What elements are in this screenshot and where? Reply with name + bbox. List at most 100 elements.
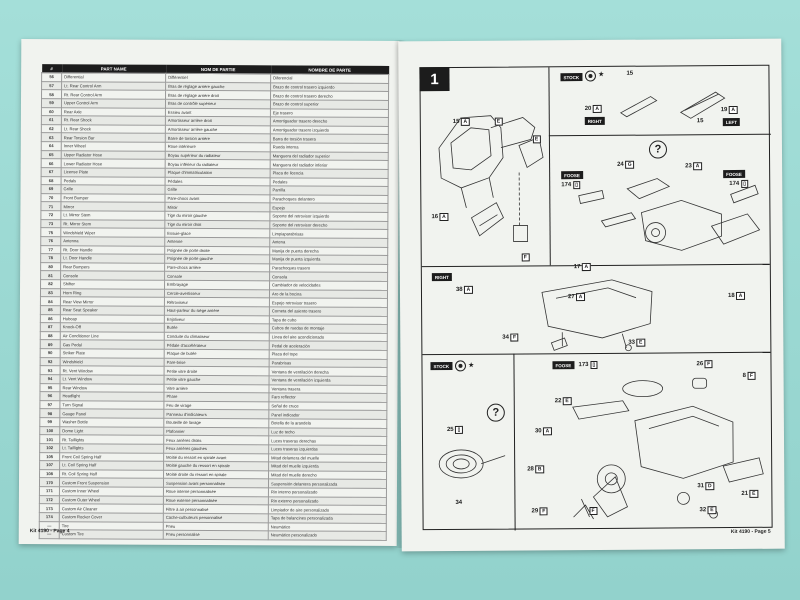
part-number: 80 [40, 262, 61, 272]
part-number: 172 [39, 495, 60, 504]
part-label-15: 15 [626, 70, 634, 77]
part-number: 61 [41, 115, 62, 125]
part-number: 96 [39, 391, 60, 401]
star-icon: ★ [468, 362, 474, 369]
part-number: 99 [39, 417, 60, 427]
part-label-e: E [531, 135, 541, 144]
part-number: 84 [40, 296, 61, 306]
part-number: 89 [40, 339, 61, 349]
part-number: 71 [40, 201, 61, 211]
stock-tag: STOCK [430, 361, 453, 371]
right-tag: RIGHT [584, 116, 605, 126]
part-number: 63 [41, 132, 62, 142]
part-name-es: Neumático personalizado [268, 530, 387, 541]
part-number: 60 [41, 107, 62, 116]
parts-table: # PART NAME NOM DE PARTIE NOMBRE DE PART… [39, 64, 389, 541]
part-number: 78 [40, 253, 61, 263]
star-icon: ★ [598, 71, 604, 78]
divider [422, 351, 771, 356]
part-number: 87 [40, 322, 61, 332]
part-number: 108 [39, 469, 60, 479]
question-icon: ? [486, 403, 505, 422]
part-number: 70 [40, 193, 62, 203]
part-label-f: F [587, 506, 598, 516]
part-number: 75 [40, 227, 61, 237]
part-number: 59 [41, 98, 62, 108]
part-name-fr: Pneu personnalisé [163, 530, 269, 540]
header-num: # [41, 64, 62, 73]
part-number: 93 [40, 365, 61, 375]
part-number: 86 [40, 314, 61, 323]
divider [548, 67, 551, 266]
paint-icon [584, 70, 596, 82]
part-label-f: F [520, 253, 530, 262]
page-footer-right: Kit 4190 - Page 5 [730, 528, 771, 536]
divider [548, 133, 771, 137]
part-label-15: 15 [696, 118, 704, 125]
part-number: 65 [41, 150, 62, 159]
part-number: 107 [39, 460, 60, 470]
trim-parts-drawing [619, 91, 726, 119]
part-number: 173 [39, 503, 60, 513]
part-number: 105 [39, 452, 60, 461]
air-cleaner-drawing [438, 449, 506, 479]
left-tag: LEFT [722, 117, 741, 127]
part-label-34: 34 [455, 499, 463, 506]
part-number: 82 [40, 279, 61, 289]
part-number: 68 [41, 176, 62, 185]
part-number: 57 [41, 81, 62, 90]
part-number: 100 [39, 426, 60, 435]
part-number: 76 [40, 236, 61, 246]
part-label-25: 25▯ [447, 425, 463, 434]
part-number: 64 [41, 141, 62, 151]
part-number: 77 [40, 245, 61, 254]
part-number: 98 [39, 408, 60, 418]
right-tag: RIGHT [431, 272, 452, 282]
part-number: 102 [39, 443, 60, 453]
part-number: 72 [40, 210, 61, 220]
part-number: 69 [41, 184, 62, 194]
page-footer-left: Kit 4190 - Page 4 [29, 528, 70, 535]
part-number: 170 [39, 477, 60, 487]
part-name-en: Custom Tire [59, 529, 164, 540]
stock-tag: STOCK [560, 73, 583, 82]
part-number: 88 [40, 331, 61, 341]
part-number: 56 [41, 72, 62, 82]
divider [513, 353, 516, 531]
part-number: 97 [39, 400, 60, 410]
frame-assembly-drawing [438, 115, 544, 242]
part-number: 67 [41, 167, 62, 177]
engine-drawing [578, 178, 761, 251]
engine-block-drawing [572, 377, 764, 520]
part-number: 90 [40, 348, 61, 358]
part-number: 94 [40, 374, 61, 384]
divider [421, 263, 770, 268]
step-number-badge: 1 [419, 66, 450, 92]
part-number: 171 [39, 486, 60, 496]
part-number: 73 [40, 219, 61, 228]
part-number: 174 [39, 512, 60, 522]
part-number: 92 [40, 357, 61, 366]
part-number: 101 [39, 434, 60, 444]
part-number: 66 [41, 158, 62, 168]
part-number: 58 [41, 89, 62, 99]
question-icon: ? [648, 140, 668, 159]
part-label-e: E [493, 117, 503, 126]
part-number: 62 [41, 124, 62, 134]
